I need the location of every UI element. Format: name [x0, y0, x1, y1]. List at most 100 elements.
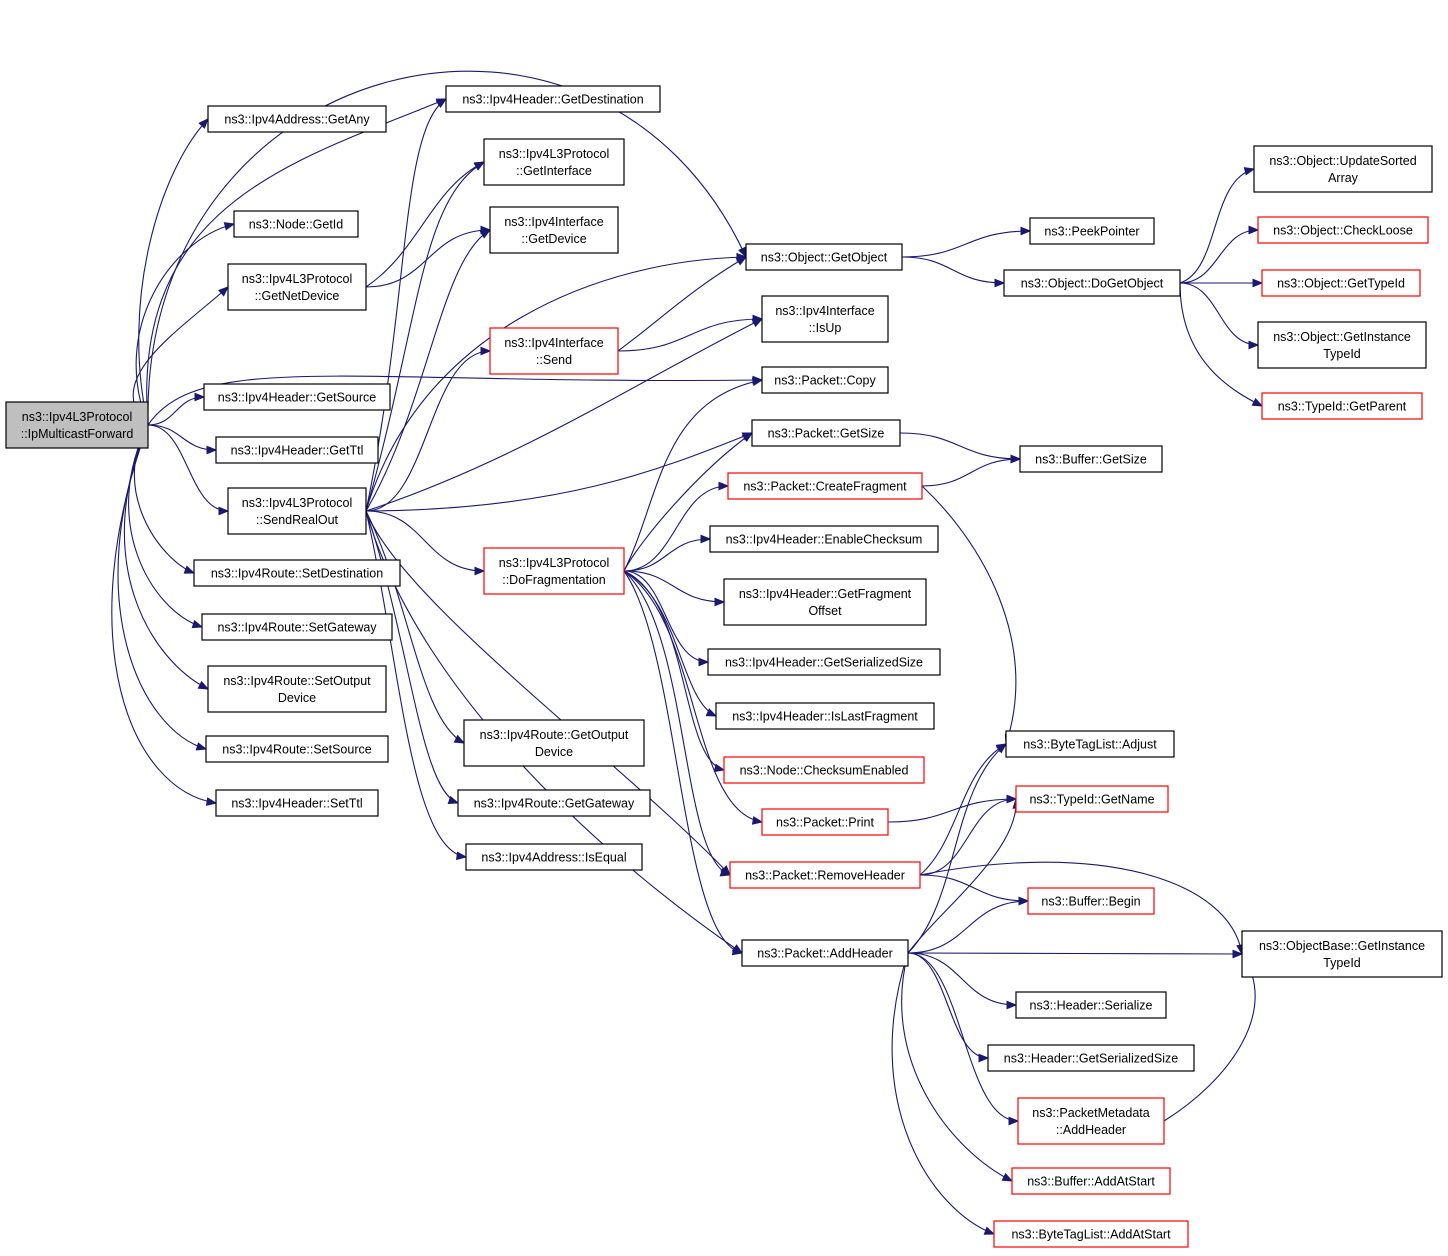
node-obj-getobject[interactable]: ns3::Object::GetObject — [745, 243, 903, 271]
node-btl-addatstart[interactable]: ns3::ByteTagList::AddAtStart — [993, 1220, 1189, 1248]
node-box[interactable] — [465, 843, 643, 871]
node-box[interactable] — [1253, 145, 1433, 193]
node-header-getsersize[interactable]: ns3::Header::GetSerializedSize — [987, 1044, 1195, 1072]
node-box[interactable] — [727, 472, 923, 500]
node-box[interactable] — [715, 702, 935, 730]
node-box[interactable] — [1261, 269, 1421, 297]
node-box[interactable] — [987, 1044, 1195, 1072]
node-pkt-addhdr[interactable]: ns3::Packet::AddHeader — [741, 939, 909, 967]
node-box[interactable] — [1015, 785, 1169, 813]
node-box[interactable] — [1029, 217, 1155, 245]
node-ipv4addr-getany[interactable]: ns3::Ipv4Address::GetAny — [207, 105, 387, 133]
node-box[interactable] — [215, 789, 379, 817]
node-l3-getinterface[interactable]: ns3::Ipv4L3Protocol::GetInterface — [483, 138, 625, 186]
node-hdr-islastfrag[interactable]: ns3::Ipv4Header::IsLastFragment — [715, 702, 935, 730]
node-box[interactable] — [745, 243, 903, 271]
node-node-cksumenabled[interactable]: ns3::Node::ChecksumEnabled — [723, 756, 925, 784]
node-box[interactable] — [193, 559, 401, 587]
node-box[interactable] — [1011, 1167, 1171, 1195]
node-pkt-print[interactable]: ns3::Packet::Print — [761, 808, 889, 836]
node-root[interactable]: ns3::Ipv4L3Protocol::IpMulticastForward — [5, 401, 149, 449]
node-box[interactable] — [761, 366, 889, 394]
node-peekpointer[interactable]: ns3::PeekPointer — [1029, 217, 1155, 245]
node-l3-dofrag[interactable]: ns3::Ipv4L3Protocol::DoFragmentation — [483, 547, 625, 595]
node-box[interactable] — [207, 105, 387, 133]
node-box[interactable] — [227, 487, 367, 535]
node-box[interactable] — [205, 735, 389, 763]
node-box[interactable] — [741, 939, 909, 967]
node-box[interactable] — [707, 648, 941, 676]
node-route-setdest[interactable]: ns3::Ipv4Route::SetDestination — [193, 559, 401, 587]
node-pm-addheader[interactable]: ns3::PacketMetadata::AddHeader — [1017, 1097, 1165, 1145]
node-box[interactable] — [761, 808, 889, 836]
node-btl-adjust[interactable]: ns3::ByteTagList::Adjust — [1005, 730, 1175, 758]
node-box[interactable] — [203, 383, 391, 411]
node-buf-getsize[interactable]: ns3::Buffer::GetSize — [1019, 445, 1163, 473]
node-box[interactable] — [483, 138, 625, 186]
node-box[interactable] — [729, 861, 921, 889]
node-box[interactable] — [445, 85, 661, 113]
node-box[interactable] — [227, 263, 367, 311]
node-buf-begin[interactable]: ns3::Buffer::Begin — [1027, 887, 1155, 915]
node-box[interactable] — [751, 419, 901, 447]
node-if-send[interactable]: ns3::Ipv4Interface::Send — [489, 327, 619, 375]
node-node-getid[interactable]: ns3::Node::GetId — [233, 210, 359, 238]
node-typeid-getparent[interactable]: ns3::TypeId::GetParent — [1261, 392, 1423, 420]
node-box[interactable] — [463, 719, 645, 767]
node-typeid-getname[interactable]: ns3::TypeId::GetName — [1015, 785, 1169, 813]
node-box[interactable] — [1015, 991, 1167, 1019]
node-obj-dogetobject[interactable]: ns3::Object::DoGetObject — [1003, 269, 1181, 297]
node-box[interactable] — [5, 401, 149, 449]
node-hdr-getsource[interactable]: ns3::Ipv4Header::GetSource — [203, 383, 391, 411]
node-box[interactable] — [483, 547, 625, 595]
node-box[interactable] — [723, 756, 925, 784]
node-hdr-serialize[interactable]: ns3::Header::Serialize — [1015, 991, 1167, 1019]
node-box[interactable] — [1003, 269, 1181, 297]
node-box[interactable] — [723, 578, 927, 626]
node-box[interactable] — [761, 295, 889, 343]
node-box[interactable] — [489, 327, 619, 375]
node-box[interactable] — [1005, 730, 1175, 758]
node-hdr-enablecksum[interactable]: ns3::Ipv4Header::EnableChecksum — [709, 525, 939, 553]
node-box[interactable] — [993, 1220, 1189, 1248]
node-box[interactable] — [207, 665, 387, 713]
node-obj-checkloose[interactable]: ns3::Object::CheckLoose — [1257, 216, 1429, 244]
node-buf-addatstart[interactable]: ns3::Buffer::AddAtStart — [1011, 1167, 1171, 1195]
node-box[interactable] — [1257, 216, 1429, 244]
node-route-getgw[interactable]: ns3::Ipv4Route::GetGateway — [457, 789, 651, 817]
node-box[interactable] — [1019, 445, 1163, 473]
node-hdr-getdest[interactable]: ns3::Ipv4Header::GetDestination — [445, 85, 661, 113]
node-if-getdevice[interactable]: ns3::Ipv4Interface::GetDevice — [489, 206, 619, 254]
node-route-setgw[interactable]: ns3::Ipv4Route::SetGateway — [201, 613, 393, 641]
node-hdr-getsersize[interactable]: ns3::Ipv4Header::GetSerializedSize — [707, 648, 941, 676]
node-box[interactable] — [1027, 887, 1155, 915]
node-hdr-setttl[interactable]: ns3::Ipv4Header::SetTtl — [215, 789, 379, 817]
node-box[interactable] — [489, 206, 619, 254]
node-box[interactable] — [1017, 1097, 1165, 1145]
node-box[interactable] — [215, 436, 379, 464]
node-pkt-copy[interactable]: ns3::Packet::Copy — [761, 366, 889, 394]
node-l3-getnetdevice[interactable]: ns3::Ipv4L3Protocol::GetNetDevice — [227, 263, 367, 311]
node-l3-sendrealout[interactable]: ns3::Ipv4L3Protocol::SendRealOut — [227, 487, 367, 535]
node-box[interactable] — [233, 210, 359, 238]
node-pkt-createfrag[interactable]: ns3::Packet::CreateFragment — [727, 472, 923, 500]
node-box[interactable] — [1241, 930, 1443, 978]
node-pkt-removehdr[interactable]: ns3::Packet::RemoveHeader — [729, 861, 921, 889]
node-route-setsource[interactable]: ns3::Ipv4Route::SetSource — [205, 735, 389, 763]
node-pkt-getsize[interactable]: ns3::Packet::GetSize — [751, 419, 901, 447]
node-obj-gettypeid[interactable]: ns3::Object::GetTypeId — [1261, 269, 1421, 297]
node-box[interactable] — [709, 525, 939, 553]
node-if-isup[interactable]: ns3::Ipv4Interface::IsUp — [761, 295, 889, 343]
node-box[interactable] — [1261, 392, 1423, 420]
node-box[interactable] — [1257, 321, 1427, 369]
node-addr-isequal[interactable]: ns3::Ipv4Address::IsEqual — [465, 843, 643, 871]
node-box[interactable] — [201, 613, 393, 641]
node-hdr-getttl[interactable]: ns3::Ipv4Header::GetTtl — [215, 436, 379, 464]
node-box[interactable] — [457, 789, 651, 817]
